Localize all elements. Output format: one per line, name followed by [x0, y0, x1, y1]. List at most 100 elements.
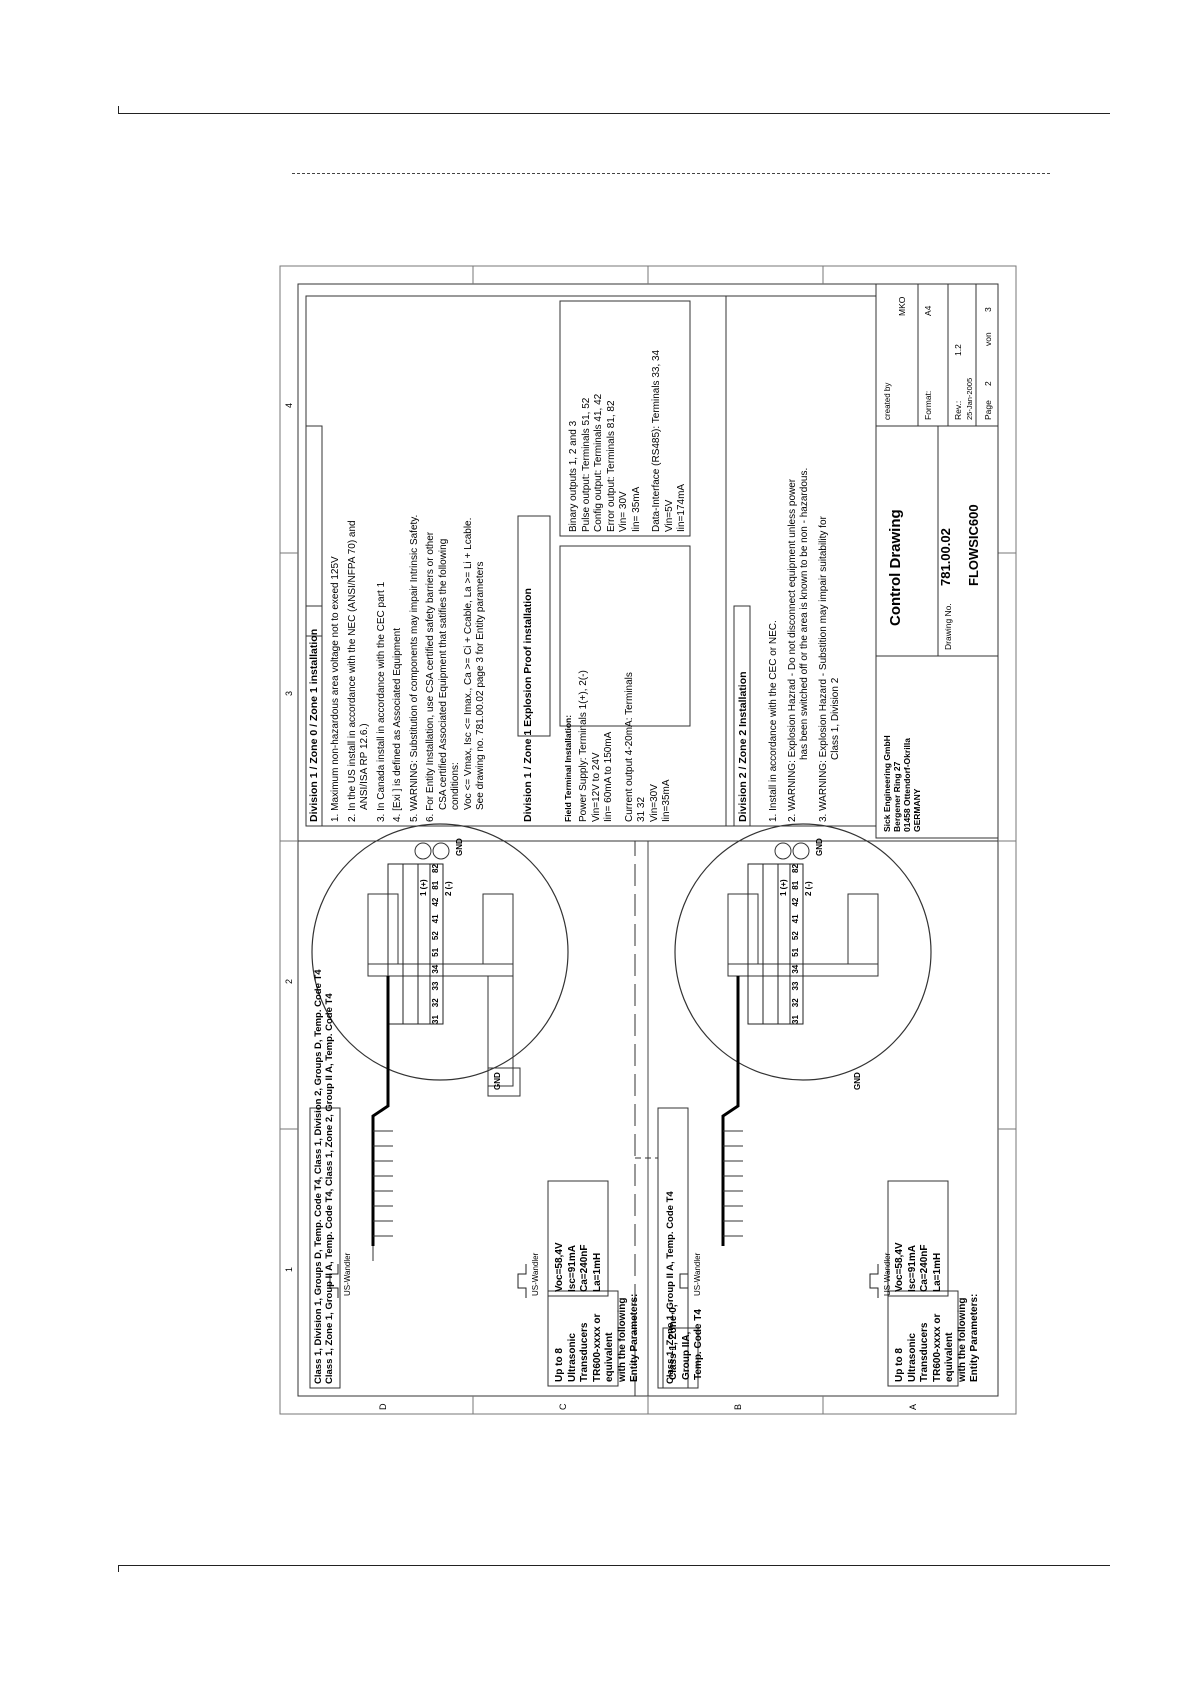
terminal: 52 [431, 931, 440, 941]
entity-params-bottom: Voc=58,4V Isc=91mA Ca=240nF La=1mH [894, 1182, 944, 1292]
note-line: 1. Maximum non-hazardous area voltage no… [330, 556, 341, 822]
terminal: 51 [791, 947, 800, 957]
field-left: Power Supply: Terminals 1(+), 2(-) Vin=1… [578, 562, 674, 822]
terminal-numbers-bottom: 31 32 33 34 51 52 41 42 81 82 [790, 864, 803, 1024]
terminal: 42 [431, 897, 440, 907]
transducer-line: Up to 8 [894, 1348, 905, 1382]
transducer-label: US-Wandler [883, 1252, 892, 1296]
terminal: 52 [791, 931, 800, 941]
note-line: Class 1, Division 2 [830, 677, 841, 760]
drawing-no-label: Drawing No. [943, 603, 953, 650]
transducer-line: Ultrasonic Transducers [906, 1322, 931, 1382]
terminal: 82 [791, 864, 800, 873]
terminal-block-top [387, 863, 444, 1025]
transducer-spec-top: Up to 8 Ultrasonic Transducers TR600-xxx… [554, 1282, 642, 1382]
field-line: Binary outputs 1, 2 and 3 [568, 420, 579, 532]
field-line: Data-Interface (RS485): Terminals 33, 34 [651, 349, 662, 532]
param-voc: Voc=58,4V [554, 1242, 565, 1292]
terminal: 32 [791, 998, 800, 1008]
page-of-label: von [983, 332, 993, 346]
page-bottom-tick [118, 1565, 119, 1572]
col-label-2: 2 [284, 978, 294, 984]
terminal: 42 [791, 897, 800, 907]
note-line: 1. Install in accordance with the CEC or… [768, 620, 779, 822]
field-title: Field Terminal Installation: [563, 714, 573, 822]
page-label: Page [983, 400, 993, 420]
product-name: FLOWSIC600 [966, 504, 981, 586]
plus-terminal: 1 (+) [419, 879, 428, 896]
param-ca: Ca=240nF [579, 1244, 590, 1292]
drawing-sheet: 1 2 3 4 D C B A Class 1, Division 1, Gro… [278, 264, 1018, 1416]
page-number: 2 [983, 381, 993, 386]
terminal: 33 [791, 981, 800, 991]
param-la: La=1mH [591, 1252, 603, 1292]
field-right: Binary outputs 1, 2 and 3 Pulse output: … [568, 302, 689, 532]
note-line: Voc <= Vmax, Isc <= Imax., Ca >= Ci + Cc… [462, 517, 474, 810]
field-line: Power Supply: Terminals 1(+), 2(-) [578, 670, 589, 822]
note-line: 2. WARNING: Explosion Hazrad - Do not di… [786, 478, 798, 822]
terminal: 34 [431, 964, 440, 974]
rev-date: 25-Jan-2005 [965, 377, 974, 420]
transducer-line: TR600-xxxx or equivalent [931, 1313, 956, 1382]
note-line: 5. WARNING: Substitution of components m… [408, 514, 420, 822]
transducer-line: with the following [616, 1297, 628, 1382]
note-line: has been switched off or the area is kno… [799, 467, 810, 760]
col-label-4: 4 [284, 402, 294, 408]
zone0-line: Class 1, Zone 0, [668, 1304, 679, 1380]
div2-notes: 1. Install in accordance with the CEC or… [768, 302, 843, 822]
format-value: A4 [923, 305, 933, 316]
row-label-b: B [733, 1403, 743, 1410]
field-line: Pulse output: Terminals 51, 52 [580, 397, 592, 532]
zone0-box: Class 1, Zone 0, Group IIA, Temp. Code T… [668, 1300, 706, 1380]
title-block [875, 283, 999, 839]
field-line: Vin=5V [663, 499, 675, 532]
created-by: MKO [897, 296, 907, 316]
created-by-label: created by [883, 382, 892, 420]
col-label-3: 3 [284, 690, 294, 696]
company-line: 01458 Ottendorf-Okrilla [902, 737, 912, 832]
field-line: Vin= 30V [618, 491, 629, 532]
field-line: Error output: Terminals 81, 82 [605, 400, 617, 532]
param-isc: Isc=91mA [906, 1245, 918, 1292]
entity-params-top: Voc=58,4V Isc=91mA Ca=240nF La=1mH [554, 1182, 604, 1292]
row-label-a: A [908, 1403, 918, 1410]
drawing-no: 781.00.02 [938, 528, 953, 586]
transducer-line: Ultrasonic Transducers [566, 1322, 591, 1382]
gnd-label: GND [815, 838, 824, 856]
field-line: Vin=30V [648, 784, 660, 822]
terminal: 82 [431, 864, 440, 873]
field-line: Iin= 35mA [630, 486, 642, 532]
note-line: 6. For Entity Installation, use CSA cert… [425, 531, 436, 822]
param-voc: Voc=58,4V [894, 1242, 905, 1292]
row-label-d: D [378, 1403, 388, 1411]
class-line-1: Class 1, Division 1, Groups D, Temp. Cod… [313, 969, 324, 1384]
field-line: Current output 4-20mA: Terminals [623, 672, 635, 822]
company-info: Sick Engineering GmbH Bergener Ring 27 0… [882, 735, 922, 832]
page-top-tick [118, 106, 119, 113]
transducer-label: US-Wandler [531, 1252, 540, 1296]
note-line: See drawing no. 781.00.02 page 3 for Ent… [475, 561, 486, 811]
note-line: conditions: [450, 762, 461, 810]
control-drawing: 1 2 3 4 D C B A Class 1, Division 1, Gro… [278, 264, 1018, 1416]
note-line: 3. In Canada install in accordance with … [375, 581, 387, 822]
field-line: Iin=174mA [676, 483, 687, 532]
plus-terminal: 1 (+) [779, 879, 788, 896]
minus-terminal: 2 (-) [444, 881, 453, 896]
note-line: ANSI/ISA RP 12.6.) [359, 723, 370, 810]
div1-xp-title: Division 1 / Zone 1 Explosion Proof inst… [522, 588, 534, 822]
rev-label: Rev.: [953, 400, 963, 420]
field-line: Config output: Terminals 41, 42 [593, 393, 604, 532]
terminal: 81 [431, 880, 440, 890]
page-total: 3 [983, 307, 993, 312]
zone0-line: Temp. Code T4 [693, 1309, 704, 1380]
rev-value: 1.2 [953, 344, 963, 356]
terminal: 51 [431, 947, 440, 957]
div2-title: Division 2 / Zone 2 Installation [737, 671, 749, 822]
row-label-c: C [558, 1403, 568, 1411]
div1-notes: 1. Maximum non-hazardous area voltage no… [330, 302, 488, 822]
gnd-label: GND [853, 1072, 862, 1090]
terminal: 31 [791, 1015, 800, 1024]
note-line: 4. [Exi ] is defined as Associated Equip… [392, 628, 403, 822]
terminal: 34 [791, 964, 800, 974]
terminal-numbers-top: 31 32 33 34 51 52 41 42 81 82 [430, 864, 443, 1024]
